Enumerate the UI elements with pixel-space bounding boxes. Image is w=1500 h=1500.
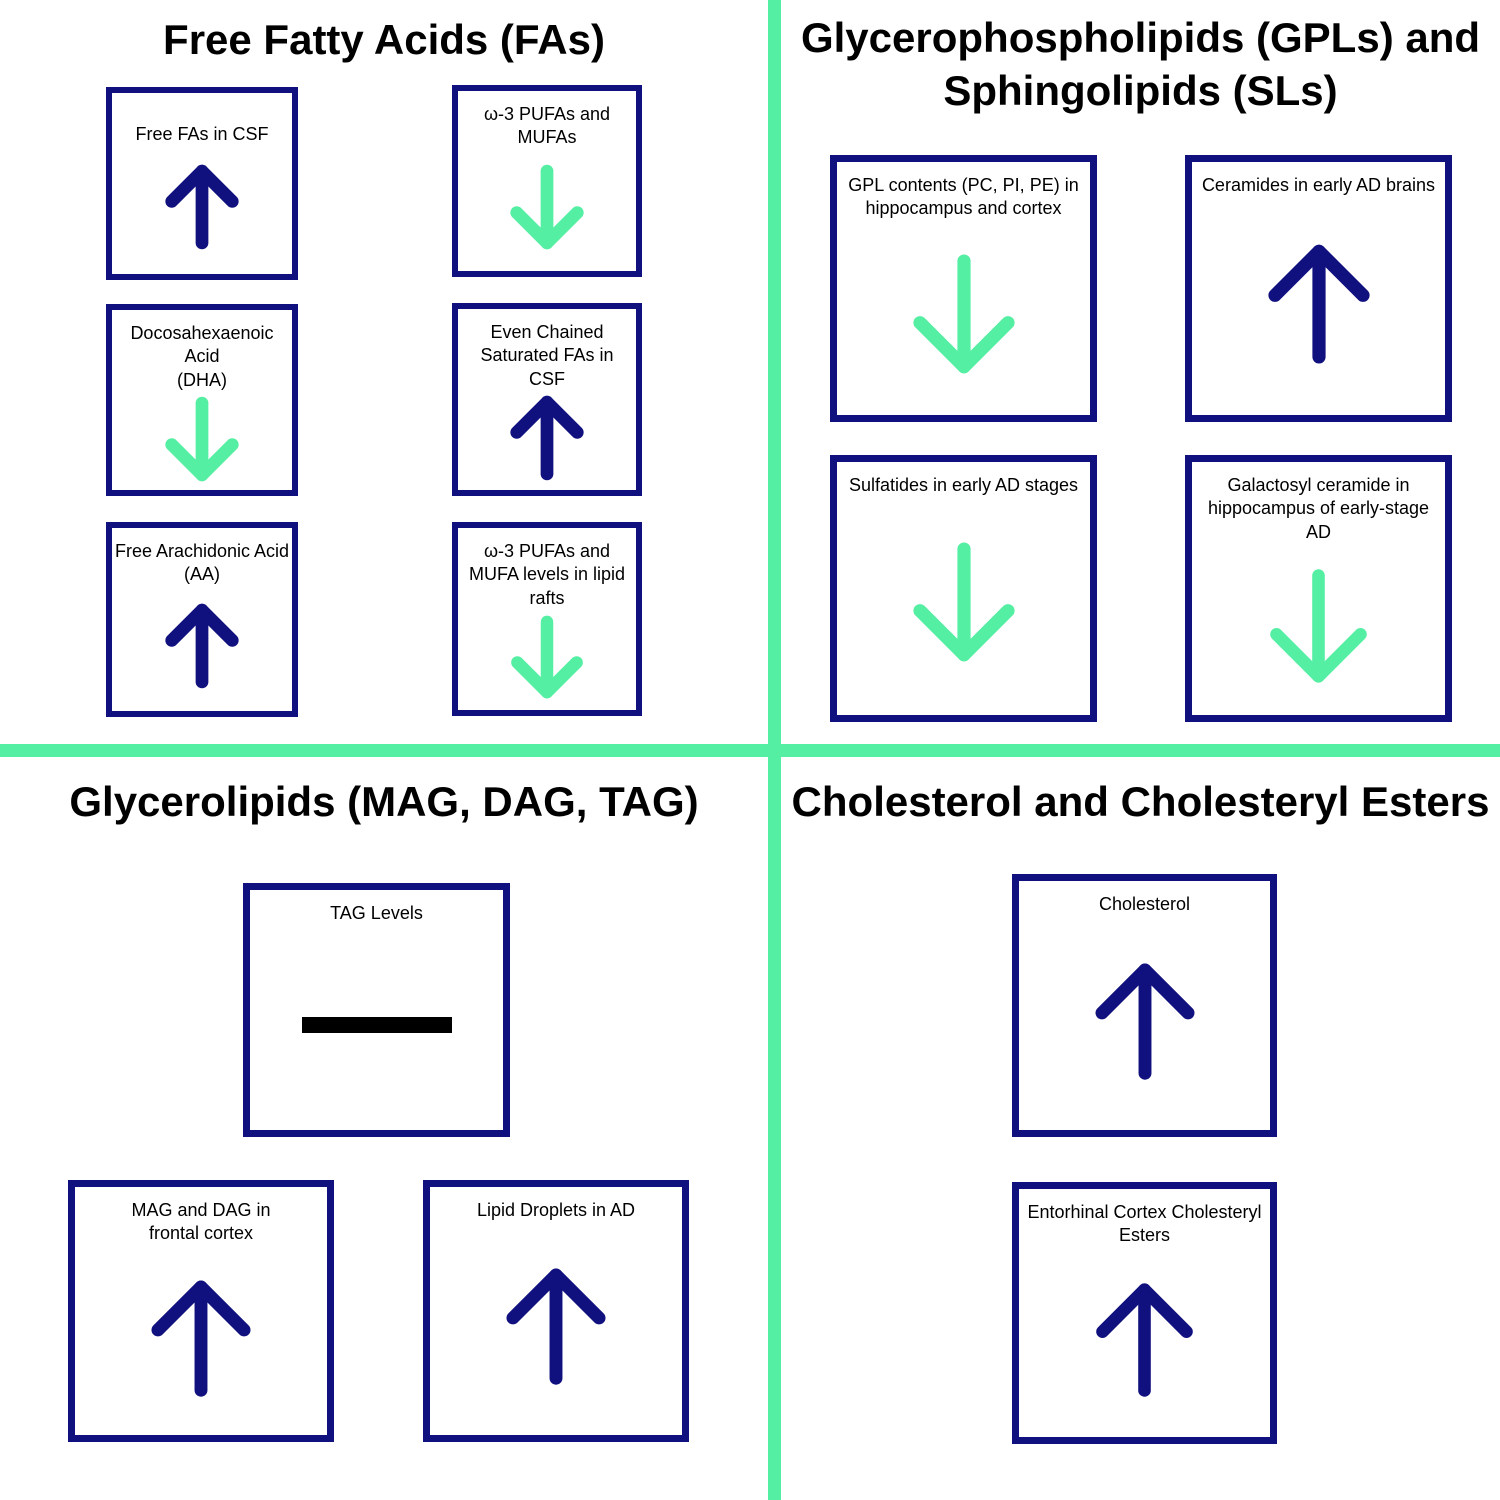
decrease-arrow-icon — [458, 150, 636, 271]
info-box-dha: Docosahexaenoic Acid (DHA) — [106, 304, 298, 496]
info-box-tag-levels: TAG Levels — [243, 883, 510, 1137]
box-label: ω-3 PUFAs and MUFAs — [483, 104, 611, 148]
info-box-free-arachidonic-acid: Free Arachidonic Acid (AA) — [106, 522, 298, 717]
increase-arrow-icon — [458, 391, 636, 491]
decrease-arrow-icon — [837, 221, 1090, 415]
increase-arrow-icon — [1192, 197, 1445, 415]
info-box-cholesterol: Cholesterol — [1012, 874, 1277, 1137]
box-label: Even Chained Saturated FAs in CSF — [480, 322, 614, 389]
box-label: GPL contents (PC, PI, PE) in hippocampus… — [848, 175, 1079, 219]
increase-arrow-icon — [1019, 916, 1270, 1130]
box-label: Lipid Droplets in AD — [476, 1200, 636, 1220]
section-title-free-fatty-acids: Free Fatty Acids (FAs) — [163, 16, 605, 63]
box-label: Free FAs in CSF — [135, 124, 269, 144]
info-box-gpl-contents: GPL contents (PC, PI, PE) in hippocampus… — [830, 155, 1097, 422]
box-label: Sulfatides in early AD stages — [848, 475, 1079, 495]
info-box-galactosyl-ceramide: Galactosyl ceramide in hippocampus of ea… — [1185, 455, 1452, 722]
info-box-entorhinal-cholesteryl-esters: Entorhinal Cortex Cholesteryl Esters — [1012, 1182, 1277, 1444]
decrease-arrow-icon — [837, 497, 1090, 715]
horizontal-divider-line — [0, 744, 1500, 757]
info-box-free-fas-csf: Free FAs in CSF — [106, 87, 298, 280]
info-box-even-chained-saturated-fas: Even Chained Saturated FAs in CSF — [452, 303, 642, 496]
info-box-omega3-pufas-mufas: ω-3 PUFAs and MUFAs — [452, 85, 642, 277]
box-label: Docosahexaenoic Acid (DHA) — [130, 323, 274, 390]
box-label: Ceramides in early AD brains — [1201, 175, 1436, 195]
increase-arrow-icon — [430, 1222, 682, 1435]
increase-arrow-icon — [75, 1246, 327, 1435]
box-label: Free Arachidonic Acid (AA) — [114, 541, 290, 585]
box-label: Galactosyl ceramide in hippocampus of ea… — [1207, 475, 1430, 542]
section-title-glycerophospholipids-sphingolipids: Glycerophospholipids (GPLs) and Sphingol… — [800, 14, 1481, 114]
increase-arrow-icon — [112, 146, 292, 274]
section-title-cholesterol-esters: Cholesterol and Cholesteryl Esters — [791, 778, 1490, 825]
info-box-sulfatides: Sulfatides in early AD stages — [830, 455, 1097, 722]
increase-arrow-icon — [1019, 1248, 1270, 1437]
box-label: Entorhinal Cortex Cholesteryl Esters — [1027, 1202, 1262, 1246]
no-change-dash-icon — [250, 925, 503, 1130]
decrease-arrow-icon — [458, 610, 636, 710]
box-label: TAG Levels — [330, 903, 423, 923]
info-box-lipid-droplets: Lipid Droplets in AD — [423, 1180, 689, 1442]
increase-arrow-icon — [112, 587, 292, 711]
box-label: Cholesterol — [1098, 894, 1191, 914]
info-box-ceramides: Ceramides in early AD brains — [1185, 155, 1452, 422]
info-box-mag-dag-frontal-cortex: MAG and DAG in frontal cortex — [68, 1180, 334, 1442]
decrease-arrow-icon — [1192, 544, 1445, 715]
box-label: ω-3 PUFAs and MUFA levels in lipid rafts — [468, 541, 626, 608]
section-title-glycerolipids: Glycerolipids (MAG, DAG, TAG) — [69, 778, 699, 825]
decrease-arrow-icon — [112, 392, 292, 492]
info-box-omega3-lipid-rafts: ω-3 PUFAs and MUFA levels in lipid rafts — [452, 522, 642, 716]
box-label: MAG and DAG in frontal cortex — [131, 1200, 271, 1244]
